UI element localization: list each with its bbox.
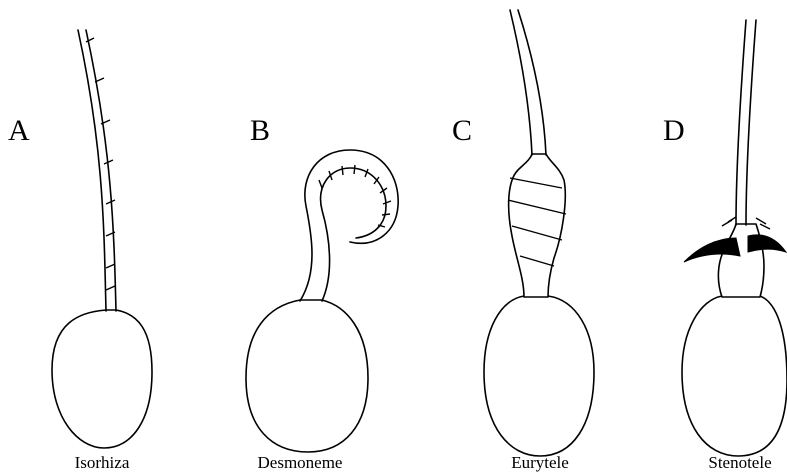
- stenotele-capsule: [682, 20, 787, 456]
- caption-eurytele: Eurytele: [511, 453, 569, 472]
- desmoneme-capsule: [246, 150, 398, 452]
- panel-a: A Isorhiza: [8, 30, 152, 472]
- panel-c: C Eurytele: [452, 10, 594, 472]
- desmoneme-barbs: [319, 165, 391, 227]
- panel-letter-b: B: [250, 114, 270, 147]
- panel-d: D Stenotele: [663, 20, 787, 472]
- eurytele-capsule: [484, 10, 594, 456]
- panel-letter-c: C: [452, 114, 472, 147]
- panel-b: B Desmoneme: [246, 114, 398, 472]
- isorhiza-capsule: [52, 30, 152, 448]
- stenotele-stylets: [684, 217, 786, 262]
- isorhiza-barbs: [86, 38, 115, 290]
- caption-isorhiza: Isorhiza: [75, 453, 130, 472]
- caption-desmoneme: Desmoneme: [258, 453, 343, 472]
- panel-letter-a: A: [8, 114, 30, 147]
- panel-letter-d: D: [663, 114, 685, 147]
- caption-stenotele: Stenotele: [708, 453, 771, 472]
